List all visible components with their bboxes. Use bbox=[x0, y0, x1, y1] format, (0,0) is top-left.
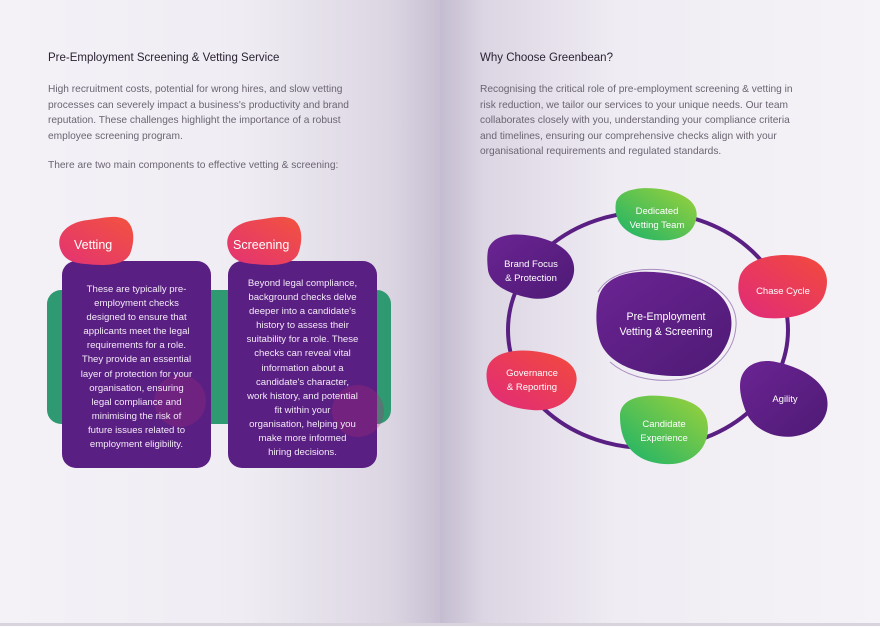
components-intro: There are two main components to effecti… bbox=[48, 160, 339, 171]
right-page: Why Choose Greenbean? Recognising the cr… bbox=[440, 0, 880, 626]
chase-cycle-label: Chase Cycle bbox=[738, 285, 828, 299]
governance-line: & Reporting bbox=[506, 382, 558, 393]
vetting-description: These are typically pre- employment chec… bbox=[76, 283, 197, 452]
dedicated-team-line: Vetting Team bbox=[629, 220, 685, 231]
screening-line: background checks delve bbox=[248, 292, 357, 304]
dedicated-team-label: Dedicated Vetting Team bbox=[616, 205, 698, 233]
left-intro-line: High recruitment costs, potential for wr… bbox=[48, 84, 343, 95]
right-intro-line: Recognising the critical role of pre-emp… bbox=[480, 84, 793, 95]
candidate-experience-line: Candidate bbox=[642, 419, 686, 430]
vetting-line: employment eligibility. bbox=[89, 439, 184, 451]
screening-line: history to assess their bbox=[256, 320, 349, 332]
left-page-heading: Pre-Employment Screening & Vetting Servi… bbox=[48, 52, 280, 64]
governance-label: Governance & Reporting bbox=[486, 367, 578, 395]
dedicated-team-line: Dedicated bbox=[635, 206, 679, 217]
dedicated-team-blob bbox=[615, 188, 697, 241]
vetting-line: organisation, ensuring bbox=[89, 382, 184, 394]
candidate-experience-line: Experience bbox=[640, 433, 688, 444]
right-intro-line: risk reduction, we tailor our services t… bbox=[480, 99, 789, 111]
screening-line: work history, and potential bbox=[247, 390, 358, 402]
brand-focus-line: & Protection bbox=[505, 273, 557, 284]
chase-cycle-text: Chase Cycle bbox=[756, 286, 810, 297]
right-intro-line: collaborates closely with you, understan… bbox=[480, 115, 790, 126]
vetting-card: These are typically pre- employment chec… bbox=[62, 261, 211, 468]
left-intro-paragraph: High recruitment costs, potential for wr… bbox=[48, 82, 408, 144]
vetting-line: designed to ensure that bbox=[86, 312, 187, 324]
screening-line: candidate's character, bbox=[255, 376, 350, 388]
screening-line: hiring decisions. bbox=[268, 447, 337, 459]
screening-card: Beyond legal compliance, background chec… bbox=[228, 261, 384, 468]
center-label: Pre-Employment Vetting & Screening bbox=[600, 310, 732, 340]
center-blob bbox=[596, 271, 732, 376]
screening-line: checks can reveal vital bbox=[254, 348, 351, 360]
candidate-experience-label: Candidate Experience bbox=[620, 418, 708, 446]
page-edge bbox=[440, 623, 880, 626]
vetting-line: applicants meet the legal bbox=[83, 326, 190, 338]
brand-focus-line: Brand Focus bbox=[504, 259, 558, 270]
screening-line: fit within your bbox=[274, 404, 331, 416]
screening-title: Screening bbox=[233, 238, 290, 252]
vetting-line: They provide an essential bbox=[81, 354, 192, 366]
right-page-heading: Why Choose Greenbean? bbox=[480, 52, 613, 64]
vetting-line: future issues related to bbox=[87, 424, 186, 436]
brand-focus-blob bbox=[487, 234, 575, 299]
page-edge bbox=[0, 623, 440, 626]
screening-line: suitability for a role. These bbox=[246, 334, 359, 346]
vetting-title: Vetting bbox=[74, 238, 113, 252]
vetting-line: employment checks bbox=[94, 298, 179, 310]
screening-description: Beyond legal compliance, background chec… bbox=[242, 277, 363, 460]
vetting-line: requirements for a role. bbox=[86, 340, 187, 352]
vetting-line: These are typically pre- bbox=[86, 284, 187, 295]
screening-line: information about a bbox=[261, 362, 344, 374]
agility-text: Agility bbox=[772, 394, 798, 405]
screening-line: organisation, helping you bbox=[249, 418, 356, 430]
agility-blob bbox=[740, 361, 828, 437]
center-line: Pre-Employment bbox=[626, 311, 706, 323]
governance-blob bbox=[486, 350, 577, 411]
chase-cycle-blob bbox=[738, 254, 827, 319]
brand-focus-label: Brand Focus & Protection bbox=[486, 258, 576, 286]
center-outline bbox=[597, 269, 737, 381]
vetting-line: minimising the risk of bbox=[91, 410, 182, 422]
agility-label: Agility bbox=[744, 393, 826, 407]
right-intro-paragraph: Recognising the critical role of pre-emp… bbox=[480, 82, 872, 160]
left-intro-line: employee screening program. bbox=[48, 130, 183, 142]
left-intro-line: processes can severely impact a business… bbox=[48, 99, 349, 111]
right-intro-line: and timelines, ensuring our comprehensiv… bbox=[480, 130, 777, 142]
left-page: Pre-Employment Screening & Vetting Servi… bbox=[0, 0, 440, 626]
candidate-experience-blob bbox=[620, 395, 708, 465]
screening-line: deeper into a candidate's bbox=[249, 306, 356, 318]
governance-line: Governance bbox=[506, 368, 558, 379]
services-diagram bbox=[486, 188, 828, 465]
left-intro-line: reputation. These challenges highlight t… bbox=[48, 115, 341, 126]
right-intro-line: organisational requirements and regulate… bbox=[480, 146, 722, 157]
card-glow-decoration bbox=[154, 375, 206, 427]
screening-line: Beyond legal compliance, bbox=[247, 278, 358, 289]
screening-line: make more informed bbox=[258, 433, 347, 445]
vetting-line: legal compliance and bbox=[91, 396, 182, 408]
card-glow-decoration bbox=[332, 385, 384, 437]
vetting-title-blob bbox=[59, 216, 134, 265]
center-line: Vetting & Screening bbox=[619, 326, 713, 338]
screening-title-blob bbox=[227, 216, 302, 265]
vetting-line: layer of protection for your bbox=[80, 368, 193, 380]
